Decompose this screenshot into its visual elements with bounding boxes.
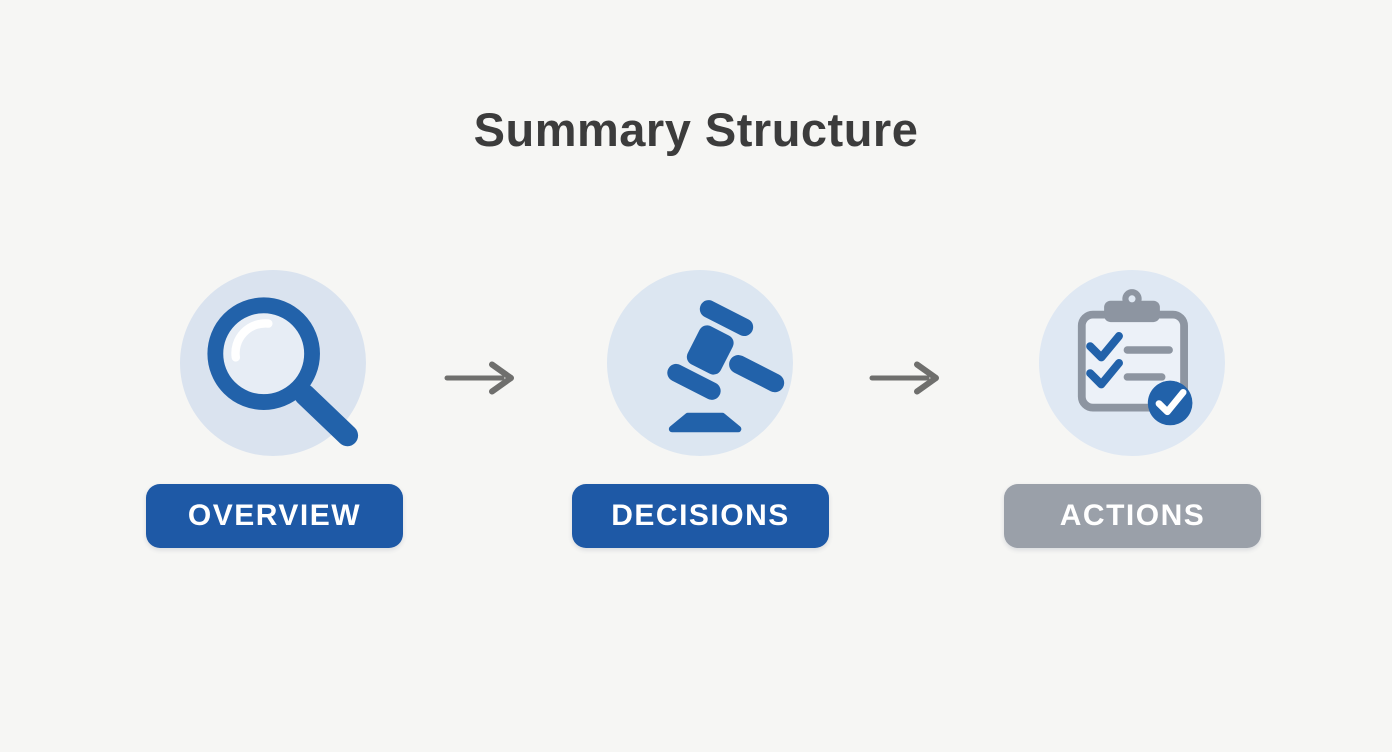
decisions-icon-circle: [607, 270, 793, 456]
overview-label: OVERVIEW: [187, 499, 362, 532]
decisions-label: DECISIONS: [611, 499, 790, 532]
magnifier-icon: [207, 297, 359, 447]
actions-label-button[interactable]: ACTIONS: [1004, 484, 1261, 548]
checklist-icon: [1077, 289, 1193, 426]
check-badge-icon: [1147, 380, 1193, 426]
page-title: Summary Structure: [473, 103, 919, 156]
arrow-right-icon: [444, 361, 514, 395]
gavel-icon: [667, 300, 785, 433]
actions-label: ACTIONS: [1059, 499, 1206, 532]
overview-label-button[interactable]: OVERVIEW: [146, 484, 403, 548]
actions-icon-circle: [1039, 270, 1225, 456]
arrow-right-icon: [869, 361, 939, 395]
decisions-label-button[interactable]: DECISIONS: [572, 484, 829, 548]
overview-icon-circle: [180, 270, 366, 456]
